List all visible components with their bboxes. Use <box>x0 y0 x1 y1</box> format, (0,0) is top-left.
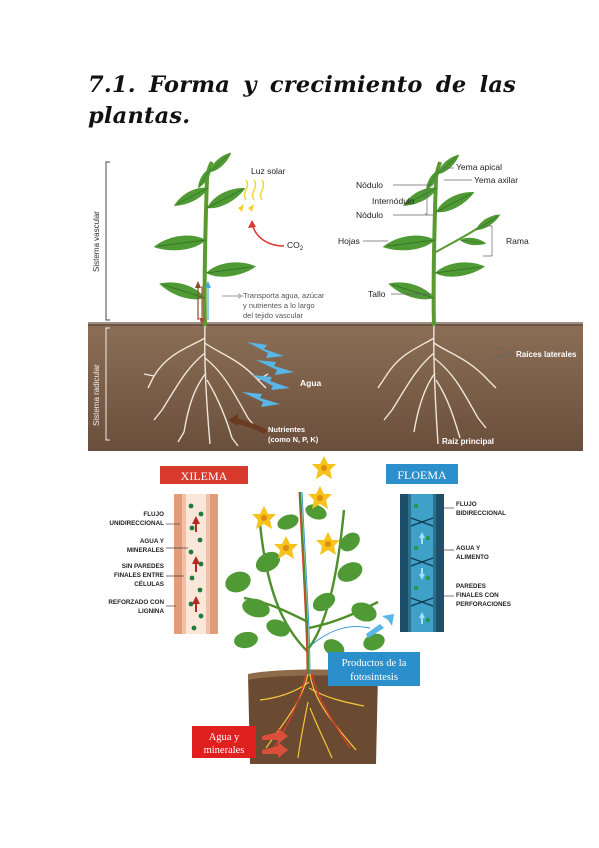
productos-label-1: Productos de la <box>342 658 407 669</box>
left-plant-stem <box>202 161 214 327</box>
floema-flujo-1: FLUJO <box>456 501 477 508</box>
sistema-vascular-label: Sistema vascular <box>92 211 101 272</box>
transporta-label-3: del tejido vascular <box>243 311 304 320</box>
floema-agua-2: ALIMENTO <box>456 554 489 561</box>
xilema-title: XILEMA <box>181 469 228 483</box>
xilema-paredes-1: SIN PAREDES <box>122 563 164 570</box>
xilema-agua-2: MINERALES <box>127 547 164 554</box>
floema-title: FLOEMA <box>397 468 447 482</box>
xylem-leaders <box>166 523 188 607</box>
co2-label: CO2 <box>287 240 304 252</box>
right-roots <box>377 325 497 445</box>
left-roots <box>143 325 269 447</box>
transporta-label-2: y nutrientes a lo largo <box>243 301 315 310</box>
flowers <box>252 456 340 559</box>
water-arrows <box>242 342 294 407</box>
section-title: 7.1. Forma y crecimiento de las plantas. <box>88 72 516 129</box>
xylem-phloem-figure: XILEMA FLUJO UNIDIRECCIONAL AGUA Y MINER… <box>108 456 511 764</box>
phloem-tube <box>400 494 444 632</box>
xylem-tube <box>174 494 218 634</box>
transporta-label-1: Transporta agua, azúcar <box>243 291 325 300</box>
nutrientes-label-2: (como N, P, K) <box>268 435 319 444</box>
vascular-bracket <box>105 161 110 321</box>
flower-plant-roots <box>259 673 365 759</box>
floema-paredes-2: FINALES CON <box>456 592 499 599</box>
xilema-title-box <box>160 466 248 484</box>
water-minerals-arrows <box>262 728 288 758</box>
nodulo-bottom-label: Nódulo <box>356 210 383 220</box>
floema-paredes-3: PERFORACIONES <box>456 601 511 608</box>
flower-plant-leaves <box>225 504 385 657</box>
floema-title-box <box>386 464 458 484</box>
yema-axilar-label: Yema axilar <box>474 175 518 185</box>
floema-paredes-1: PAREDES <box>456 583 486 590</box>
plant-anatomy-figure: Sistema vascular Sistema radicular Luz s… <box>88 149 583 451</box>
agua-minerales-label-1: Agua y <box>209 732 240 743</box>
tallo-label: Tallo <box>368 289 386 299</box>
floema-agua-1: AGUA Y <box>456 545 481 552</box>
xilema-reforzado-2: LIGNINA <box>138 608 164 615</box>
internodulo-label: Internódulo <box>372 196 415 206</box>
raices-laterales-label: Raíces laterales <box>516 350 577 359</box>
transport-arrows <box>195 281 211 325</box>
raiz-principal-label: Raíz principal <box>442 437 494 446</box>
radicular-bracket <box>105 327 110 441</box>
yema-apical-label: Yema apical <box>456 162 502 172</box>
sistema-radicular-label: Sistema radicular <box>92 364 101 426</box>
nutrientes-label-1: Nutrientes <box>268 425 305 434</box>
productos-box <box>328 652 420 686</box>
luz-solar-label: Luz solar <box>251 166 286 176</box>
xilema-paredes-3: CÉLULAS <box>134 579 164 588</box>
rama-label: Rama <box>506 236 529 246</box>
productos-label-2: fotosíntesis <box>350 672 398 683</box>
nodulo-top-label: Nódulo <box>356 180 383 190</box>
soil <box>88 324 583 451</box>
phloem-leaders <box>434 507 454 597</box>
agua-label: Agua <box>300 378 322 388</box>
sunlight-rays <box>243 179 265 201</box>
flower-plant-stems <box>243 491 379 675</box>
right-leader-lines <box>363 167 513 439</box>
photosynthesis-arrow <box>366 614 394 638</box>
hojas-label: Hojas <box>338 236 360 246</box>
agua-minerales-label-2: minerales <box>204 745 245 756</box>
co2-arrow <box>251 223 285 247</box>
xilema-agua-1: AGUA Y <box>140 538 165 545</box>
xilema-flujo-2: UNIDIRECCIONAL <box>109 520 164 527</box>
floema-flujo-2: BIDIRECCIONAL <box>456 510 506 517</box>
xilema-paredes-2: FINALES ENTRE <box>114 572 164 579</box>
xilema-reforzado-1: REFORZADO CON <box>108 599 164 606</box>
right-plant-stem <box>431 161 442 327</box>
xilema-flujo-1: FLUJO <box>143 511 164 518</box>
agua-minerales-box <box>192 726 256 758</box>
